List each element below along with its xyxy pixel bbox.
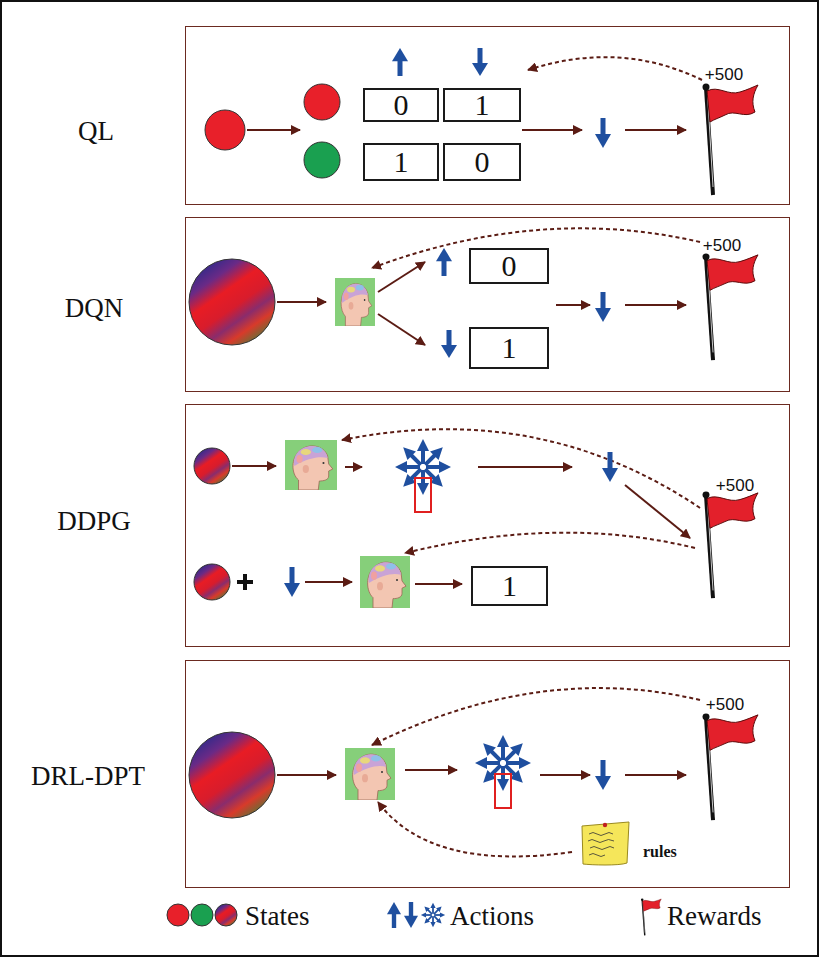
feedback-arrow [342, 429, 700, 508]
feedback-arrow [372, 688, 700, 745]
reward-value: +500 [690, 695, 760, 715]
q-value-box: 1 [443, 88, 521, 122]
feedback-arrow [405, 533, 695, 553]
state-circle [205, 110, 245, 150]
q-value-box: 0 [363, 88, 439, 122]
method-name: DQN [0, 290, 194, 326]
plus-sign [237, 574, 253, 590]
note-pin [603, 823, 607, 827]
flow-arrow [232, 465, 276, 467]
q-value-box: 0 [469, 248, 549, 284]
flow-arrow [405, 769, 457, 771]
action-space [395, 439, 451, 495]
q-value-box: 1 [469, 327, 549, 369]
flow-arrow [522, 129, 582, 131]
legend-sample [404, 902, 418, 928]
action-down [595, 118, 611, 148]
action-up [436, 248, 452, 276]
flow-arrow [415, 583, 462, 585]
reward-flag [703, 253, 759, 360]
reward-flag [703, 491, 759, 598]
method-name: DRL-DPT [0, 758, 188, 794]
flow-arrow [540, 774, 590, 776]
method-name: QL [0, 113, 196, 149]
note-paper [579, 819, 631, 867]
flow-arrow [625, 774, 686, 776]
legend-label: Actions [450, 900, 534, 932]
flow-arrow [378, 262, 425, 292]
method-panel: DRL-DPTrules [185, 660, 790, 888]
feedback-arrow [528, 57, 702, 80]
state-circle [194, 564, 230, 600]
flow-arrow [277, 774, 336, 776]
network-icon [285, 440, 337, 490]
q-value: 1 [445, 90, 519, 120]
state-circle [304, 142, 340, 178]
network-icon [345, 748, 395, 800]
q-value: 1 [473, 568, 546, 604]
network-icon [360, 556, 410, 608]
selected-action [495, 774, 511, 808]
reward-value: +500 [687, 236, 757, 256]
legend-label: Rewards [667, 900, 761, 932]
flow-arrow [277, 301, 326, 303]
q-value-box: 0 [443, 143, 521, 181]
legend-sample [641, 898, 661, 935]
state-circle [189, 259, 275, 345]
state-circle [189, 732, 275, 818]
method-name: DDPG [0, 503, 194, 539]
reward-flag [703, 713, 759, 820]
flow-arrow [378, 314, 425, 345]
legend-label: States [245, 900, 310, 932]
flow-arrow [345, 466, 362, 468]
action-space [475, 735, 531, 791]
q-value: 0 [365, 90, 437, 120]
action-up [392, 48, 408, 76]
state-circle [194, 448, 230, 484]
action-down [602, 452, 618, 482]
reward-value: +500 [700, 476, 770, 496]
q-value-box: 1 [363, 143, 439, 181]
flow-arrow [305, 581, 352, 583]
flow-arrow [625, 129, 686, 131]
action-down [595, 292, 611, 322]
action-down [595, 760, 611, 790]
action-down [472, 48, 488, 76]
legend-sample [421, 903, 445, 927]
legend-sample [215, 904, 237, 926]
flow-arrow [247, 129, 300, 131]
method-panel: DQN01 [185, 217, 790, 392]
note-label: rules [643, 843, 677, 861]
flow-arrow [478, 466, 572, 468]
network-icon [335, 278, 375, 326]
flow-arrow [625, 304, 686, 306]
method-panel: QL0110 [185, 26, 790, 205]
reward-flag [703, 84, 759, 196]
legend-sample [387, 902, 401, 928]
flow-arrow [625, 485, 690, 538]
selected-action [415, 478, 431, 512]
rule-arrow [378, 802, 572, 856]
legend-sample [167, 904, 189, 926]
state-circle [304, 84, 340, 120]
method-panel: DDPG1 [185, 404, 790, 647]
rules-note: rules [579, 819, 631, 867]
q-value: 1 [471, 329, 547, 367]
reward-value: +500 [689, 65, 759, 85]
q-value: 0 [471, 250, 547, 282]
q-value: 0 [445, 145, 519, 179]
note-scribble [588, 833, 614, 857]
q-value-box: 1 [471, 566, 548, 606]
action-down [284, 567, 300, 597]
legend-sample [191, 904, 213, 926]
flow-arrow [556, 304, 590, 306]
action-down [441, 330, 457, 358]
note-paper [582, 822, 629, 865]
q-value: 1 [365, 145, 437, 179]
